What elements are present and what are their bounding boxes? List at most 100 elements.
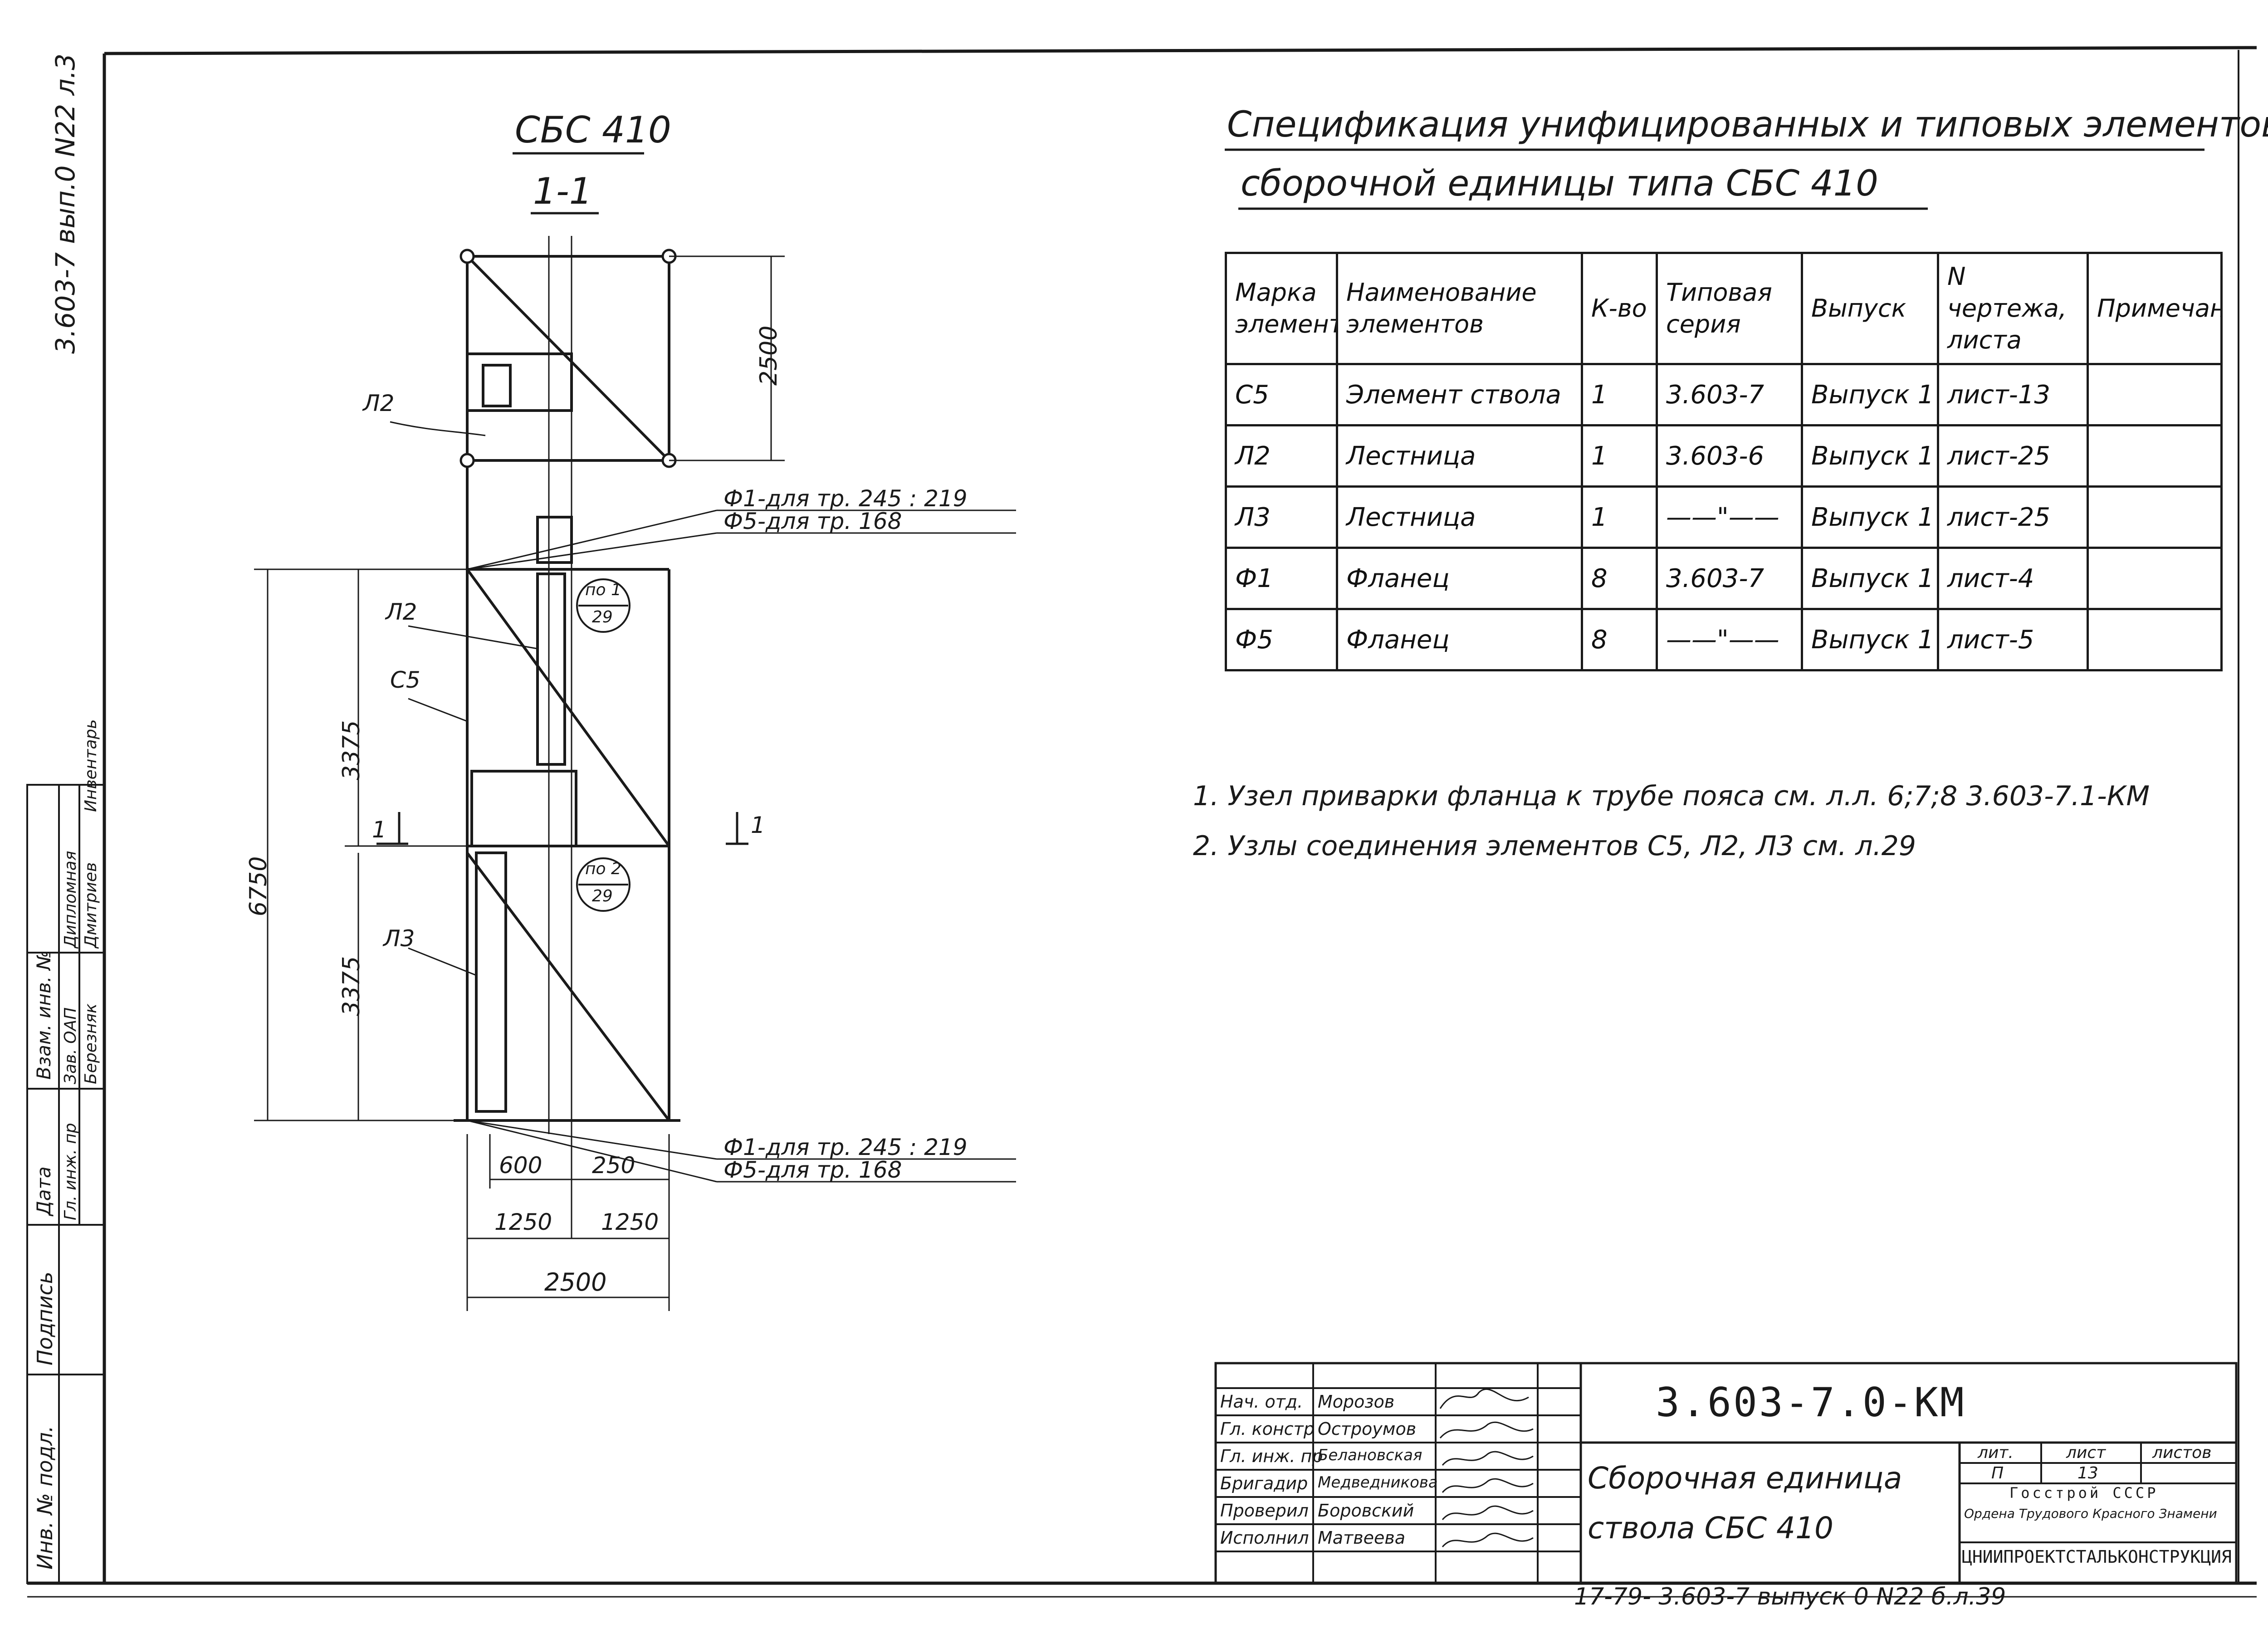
cell: Ф1 <box>1225 547 1338 610</box>
spec-table: Марка элемента Наименование элементов К-… <box>1225 252 2223 671</box>
strip-label-inv: Инв. № подл. <box>33 1425 57 1570</box>
strip-name-1: Березняк <box>82 1003 100 1084</box>
cell: Л3 <box>1225 485 1338 549</box>
title-block-frame <box>1214 1362 2238 1585</box>
callout-bot-f5: Ф5-для тр. 168 <box>723 1157 902 1183</box>
strip-name-2: Дмитриев <box>82 862 100 948</box>
dim-250: 250 <box>592 1152 635 1179</box>
cell <box>2087 547 2223 610</box>
cell <box>2087 608 2223 671</box>
callout-top-f1: Ф1-для тр. 245 : 219 <box>723 485 968 512</box>
node-callouts <box>576 578 631 912</box>
table-row: Ф5 Фланец 8 ——"—— Выпуск 1 лист-5 <box>1225 608 2223 671</box>
staff-role-4: Бригадир <box>1220 1473 1308 1493</box>
strip-role-3: Дипломная <box>61 851 80 948</box>
cell: 1 <box>1581 363 1658 426</box>
staff-role-1: Нач. отд. <box>1220 1392 1303 1412</box>
staff-name-1: Морозов <box>1318 1392 1395 1412</box>
spec-title-line1: Спецификация унифицированных и типовых э… <box>1227 104 2268 145</box>
cell: Лестница <box>1336 424 1583 488</box>
cell: 8 <box>1581 608 1658 671</box>
cell: Элемент ствола <box>1336 363 1583 426</box>
dim-1250-left: 1250 <box>494 1209 552 1235</box>
staff-name-6: Матвеева <box>1318 1528 1406 1548</box>
spec-header-cell: N чертежа, листа <box>1937 252 2089 365</box>
label-l3: Л3 <box>383 925 415 952</box>
sheet-label: лист <box>2066 1443 2106 1462</box>
strip-name-3: Инвентарь <box>82 719 100 812</box>
node1-top: по 1 <box>585 581 621 599</box>
strip-label-date: Дата <box>33 1166 55 1216</box>
sheets-label: листов <box>2152 1443 2212 1462</box>
table-row: Л2 Лестница 1 3.603-6 Выпуск 1 лист-25 <box>1225 424 2223 488</box>
spec-header-cell: Примечание <box>2087 252 2223 365</box>
spec-header-cell: К-во <box>1581 252 1658 365</box>
cell: ——"—— <box>1656 608 1803 671</box>
cell <box>2087 424 2223 488</box>
drawing-code: 3.603-7.0-КМ <box>1656 1379 1966 1426</box>
dim-600: 600 <box>499 1152 543 1179</box>
spec-header-cell: Марка элемента <box>1225 252 1338 365</box>
dim-top-height: 2500 <box>755 325 782 386</box>
signatures <box>1439 1389 1534 1547</box>
cell: Выпуск 1 <box>1801 547 1939 610</box>
spec-header-cell: Выпуск <box>1801 252 1939 365</box>
strip-role-1: Гл. инж. пр <box>61 1123 80 1220</box>
cell: Выпуск 1 <box>1801 424 1939 488</box>
spec-header-cell: Наименование элементов <box>1336 252 1583 365</box>
node1-bottom: 29 <box>592 608 613 626</box>
dim-1250-right: 1250 <box>601 1209 659 1235</box>
cell: 3.603-6 <box>1656 424 1803 488</box>
cell: Ф5 <box>1225 608 1338 671</box>
staff-role-6: Исполнил <box>1220 1528 1309 1548</box>
strip-label-swap: Взам. инв. № <box>33 950 55 1080</box>
cell: Л2 <box>1225 424 1338 488</box>
title-name-line2: ствола СБС 410 <box>1588 1511 1834 1546</box>
cell: Лестница <box>1336 485 1583 549</box>
spec-title-line2: сборочной единицы типа СБС 410 <box>1241 163 1878 204</box>
cell: лист-5 <box>1937 608 2089 671</box>
footer-stamp: 17-79- 3.603-7 выпуск 0 N22 б.л.39 <box>1574 1583 2006 1610</box>
cell: 8 <box>1581 547 1658 610</box>
side-stamp: 3.603-7 вып.0 N22 л.3 <box>50 53 81 354</box>
staff-name-2: Остроумов <box>1318 1419 1417 1439</box>
note-2: 2. Узлы соединения элементов С5, Л2, Л3 … <box>1193 830 1916 862</box>
table-row: Л3 Лестница 1 ——"—— Выпуск 1 лист-25 <box>1225 485 2223 549</box>
cell: ——"—— <box>1656 485 1803 549</box>
dimension-lines <box>254 255 1016 1311</box>
cell <box>2087 485 2223 549</box>
frame-top-line <box>104 46 2257 55</box>
title-name-line1: Сборочная единица <box>1588 1461 1902 1496</box>
cut-mark-left: 1 <box>372 817 386 843</box>
lit-value: П <box>1991 1464 2004 1482</box>
cell: лист-13 <box>1937 363 2089 426</box>
label-c5: С5 <box>390 667 420 693</box>
cell <box>2087 363 2223 426</box>
label-l2-mid: Л2 <box>386 599 417 625</box>
note-1: 1. Узел приварки фланца к трубе пояса см… <box>1193 780 2150 812</box>
org-line2: Ордена Трудового Красного Знамени <box>1964 1506 2217 1521</box>
dim-lower-height: 3375 <box>338 956 365 1016</box>
spec-header-cell: Типовая серия <box>1656 252 1803 365</box>
org-line3: ЦНИИПРОЕКТСТАЛЬКОНСТРУКЦИЯ <box>1962 1547 2232 1567</box>
staff-name-5: Боровский <box>1318 1501 1414 1521</box>
staff-role-5: Проверил <box>1220 1501 1309 1521</box>
cell: 3.603-7 <box>1656 363 1803 426</box>
node2-top: по 2 <box>585 860 621 878</box>
cut-mark-right: 1 <box>751 812 765 838</box>
cell: 3.603-7 <box>1656 547 1803 610</box>
callout-bot-f1: Ф1-для тр. 245 : 219 <box>723 1134 968 1160</box>
table-row: С5 Элемент ствола 1 3.603-7 Выпуск 1 лис… <box>1225 363 2223 426</box>
cell: лист-25 <box>1937 424 2089 488</box>
left-strip <box>26 784 105 1584</box>
tower-elevation <box>454 236 680 1134</box>
cell: лист-4 <box>1937 547 2089 610</box>
dim-2500: 2500 <box>544 1268 607 1296</box>
cell: 1 <box>1581 485 1658 549</box>
staff-role-2: Гл. констр <box>1220 1419 1315 1439</box>
org-line1: Госстрой СССР <box>2009 1484 2159 1502</box>
strip-label-sign: Подпись <box>33 1272 57 1365</box>
cell: С5 <box>1225 363 1338 426</box>
cell: Фланец <box>1336 608 1583 671</box>
